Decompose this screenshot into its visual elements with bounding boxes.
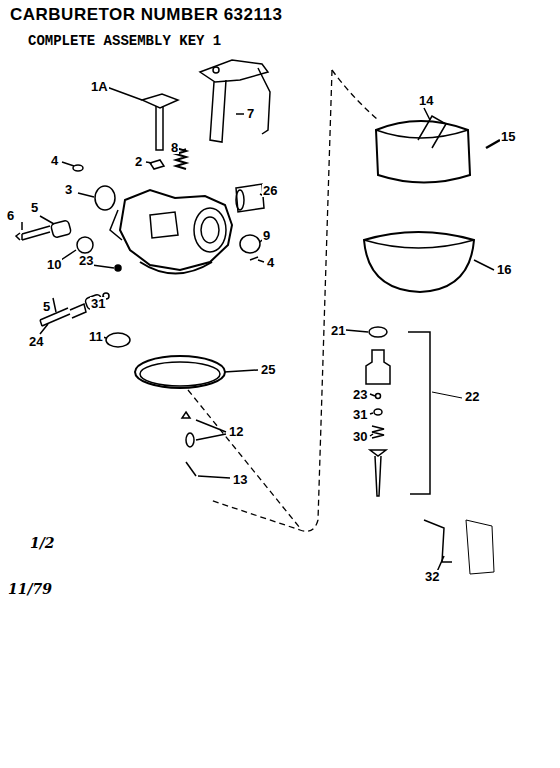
callout-number: 5: [30, 201, 39, 214]
callout-number: 15: [500, 130, 516, 143]
callout-number: 6: [6, 209, 15, 222]
diagram-title: CARBURETOR NUMBER 632113: [10, 6, 282, 23]
subtitle: COMPLETE ASSEMBLY KEY 1: [28, 34, 221, 48]
callout-number: 24: [28, 335, 44, 348]
callout-number: 4: [50, 154, 59, 167]
callout-number: 30: [352, 430, 368, 443]
callout-number: 31: [90, 297, 106, 310]
callout-number: 2: [134, 155, 143, 168]
callout-number: 26: [262, 184, 278, 197]
callout-number: 3: [64, 183, 73, 196]
callout-number: 21: [330, 324, 346, 337]
callout-number: 32: [424, 570, 440, 583]
handwritten-note: 1/2: [30, 536, 55, 550]
callout-number: 7: [246, 107, 255, 120]
callout-number: 12: [228, 425, 244, 438]
callout-number: 5: [42, 300, 51, 313]
callout-number: 23: [352, 388, 368, 401]
callout-number: 1A: [90, 80, 109, 93]
callout-number: 23: [78, 254, 94, 267]
callout-number: 11: [88, 330, 104, 343]
handwritten-date: 11/79: [8, 582, 52, 596]
callout-number: 25: [260, 363, 276, 376]
callout-number: 14: [418, 94, 434, 107]
callout-number: 16: [496, 263, 512, 276]
callout-number: 31: [352, 408, 368, 421]
callout-number: 22: [464, 390, 480, 403]
callout-number: 4: [266, 256, 275, 269]
callout-number: 8: [170, 141, 179, 154]
callout-number: 10: [46, 258, 62, 271]
callout-number: 13: [232, 473, 248, 486]
callout-number: 9: [262, 229, 271, 242]
